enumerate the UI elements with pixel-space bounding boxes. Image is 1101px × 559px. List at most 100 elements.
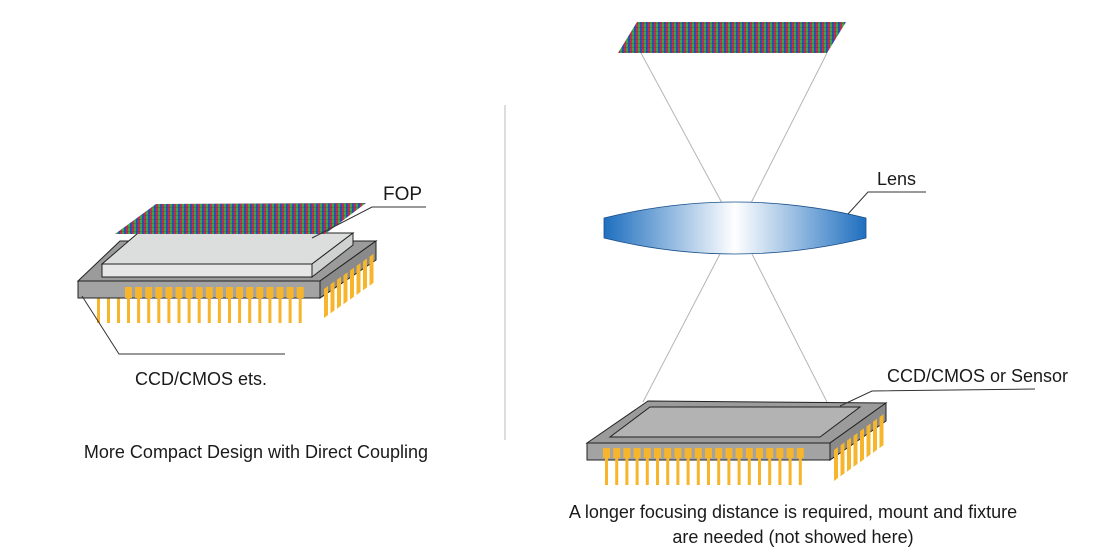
pin [137, 298, 141, 323]
pin [768, 458, 772, 485]
pin [350, 267, 354, 300]
pin [165, 287, 173, 298]
pin [286, 287, 294, 298]
pin [735, 448, 743, 458]
pin [238, 298, 242, 323]
right-sensor-label: CCD/CMOS or Sensor [887, 366, 1068, 386]
lens-leader-line [847, 191, 926, 215]
pin [330, 281, 335, 314]
left-caption: More Compact Design with Direct Coupling [84, 442, 428, 462]
pin [167, 298, 171, 323]
pin [215, 287, 223, 298]
pin [236, 287, 244, 298]
pin [860, 428, 864, 463]
pin [656, 458, 659, 485]
pin [725, 448, 733, 458]
fop-leader-line [311, 206, 426, 239]
pin [654, 448, 661, 458]
pin [145, 287, 153, 298]
pin [266, 287, 274, 298]
pin [643, 448, 651, 458]
pin [788, 458, 792, 485]
pin [117, 298, 120, 323]
pin [715, 448, 723, 458]
lens [603, 201, 867, 255]
lens-label: Lens [877, 169, 916, 189]
pin [834, 447, 838, 481]
pin [337, 276, 341, 309]
left-chip-assembly [76, 203, 378, 323]
pin [625, 458, 629, 485]
pin [776, 448, 784, 458]
pin [228, 298, 231, 323]
pin [747, 458, 751, 485]
pin [155, 287, 163, 298]
pin [737, 458, 741, 485]
pin [758, 458, 761, 485]
pin [707, 458, 710, 485]
pin [717, 458, 721, 485]
pin [879, 414, 884, 449]
pin [686, 458, 690, 485]
right-chip-pins-front [603, 448, 804, 485]
pin [276, 287, 284, 298]
pin [248, 298, 252, 323]
pin [603, 448, 610, 458]
right-caption-line2: are needed (not showed here) [672, 527, 913, 547]
pin [127, 298, 130, 323]
left-chip-pins-hidden [97, 298, 120, 323]
right-chip-pins-side [834, 414, 884, 481]
pin [633, 448, 641, 458]
pin [853, 432, 858, 467]
pin [363, 258, 367, 291]
pin [258, 298, 262, 323]
right-chip-sensor-area [608, 406, 862, 438]
pin [288, 298, 292, 323]
pin [175, 287, 183, 298]
pin [343, 272, 348, 305]
pin [623, 448, 631, 458]
pin [207, 298, 211, 323]
pin [847, 437, 851, 472]
pin [296, 287, 304, 298]
pin [684, 448, 692, 458]
pin [187, 298, 191, 323]
pin [356, 263, 361, 295]
pin [840, 442, 845, 477]
left-chip-pins-front [125, 287, 304, 323]
pin [278, 298, 282, 323]
pin [177, 298, 181, 323]
pin [756, 448, 763, 458]
pin [766, 448, 774, 458]
pin [197, 298, 201, 323]
pin [205, 287, 213, 298]
pin [195, 287, 203, 298]
pin [107, 298, 110, 323]
pin [664, 448, 672, 458]
fop-plate-side [311, 231, 354, 279]
pin [786, 448, 794, 458]
left-sensor-label: CCD/CMOS ets. [135, 369, 267, 389]
pin [147, 298, 151, 323]
pin [605, 458, 608, 485]
pin [873, 418, 877, 453]
pin [157, 298, 161, 323]
pin [635, 458, 639, 485]
pin [226, 287, 233, 298]
left-sensor-leader-line [81, 295, 285, 355]
pin [256, 287, 264, 298]
right-sensor-leader-line [839, 388, 1036, 407]
pin [125, 287, 132, 298]
pin [676, 458, 680, 485]
pin [217, 298, 221, 323]
pin [694, 448, 702, 458]
pin [369, 253, 374, 286]
right-color-filter-image [618, 22, 846, 53]
left-chip-pins-side [324, 253, 374, 318]
pin [246, 287, 254, 298]
pin [705, 448, 712, 458]
pin [674, 448, 682, 458]
pin [696, 458, 700, 485]
